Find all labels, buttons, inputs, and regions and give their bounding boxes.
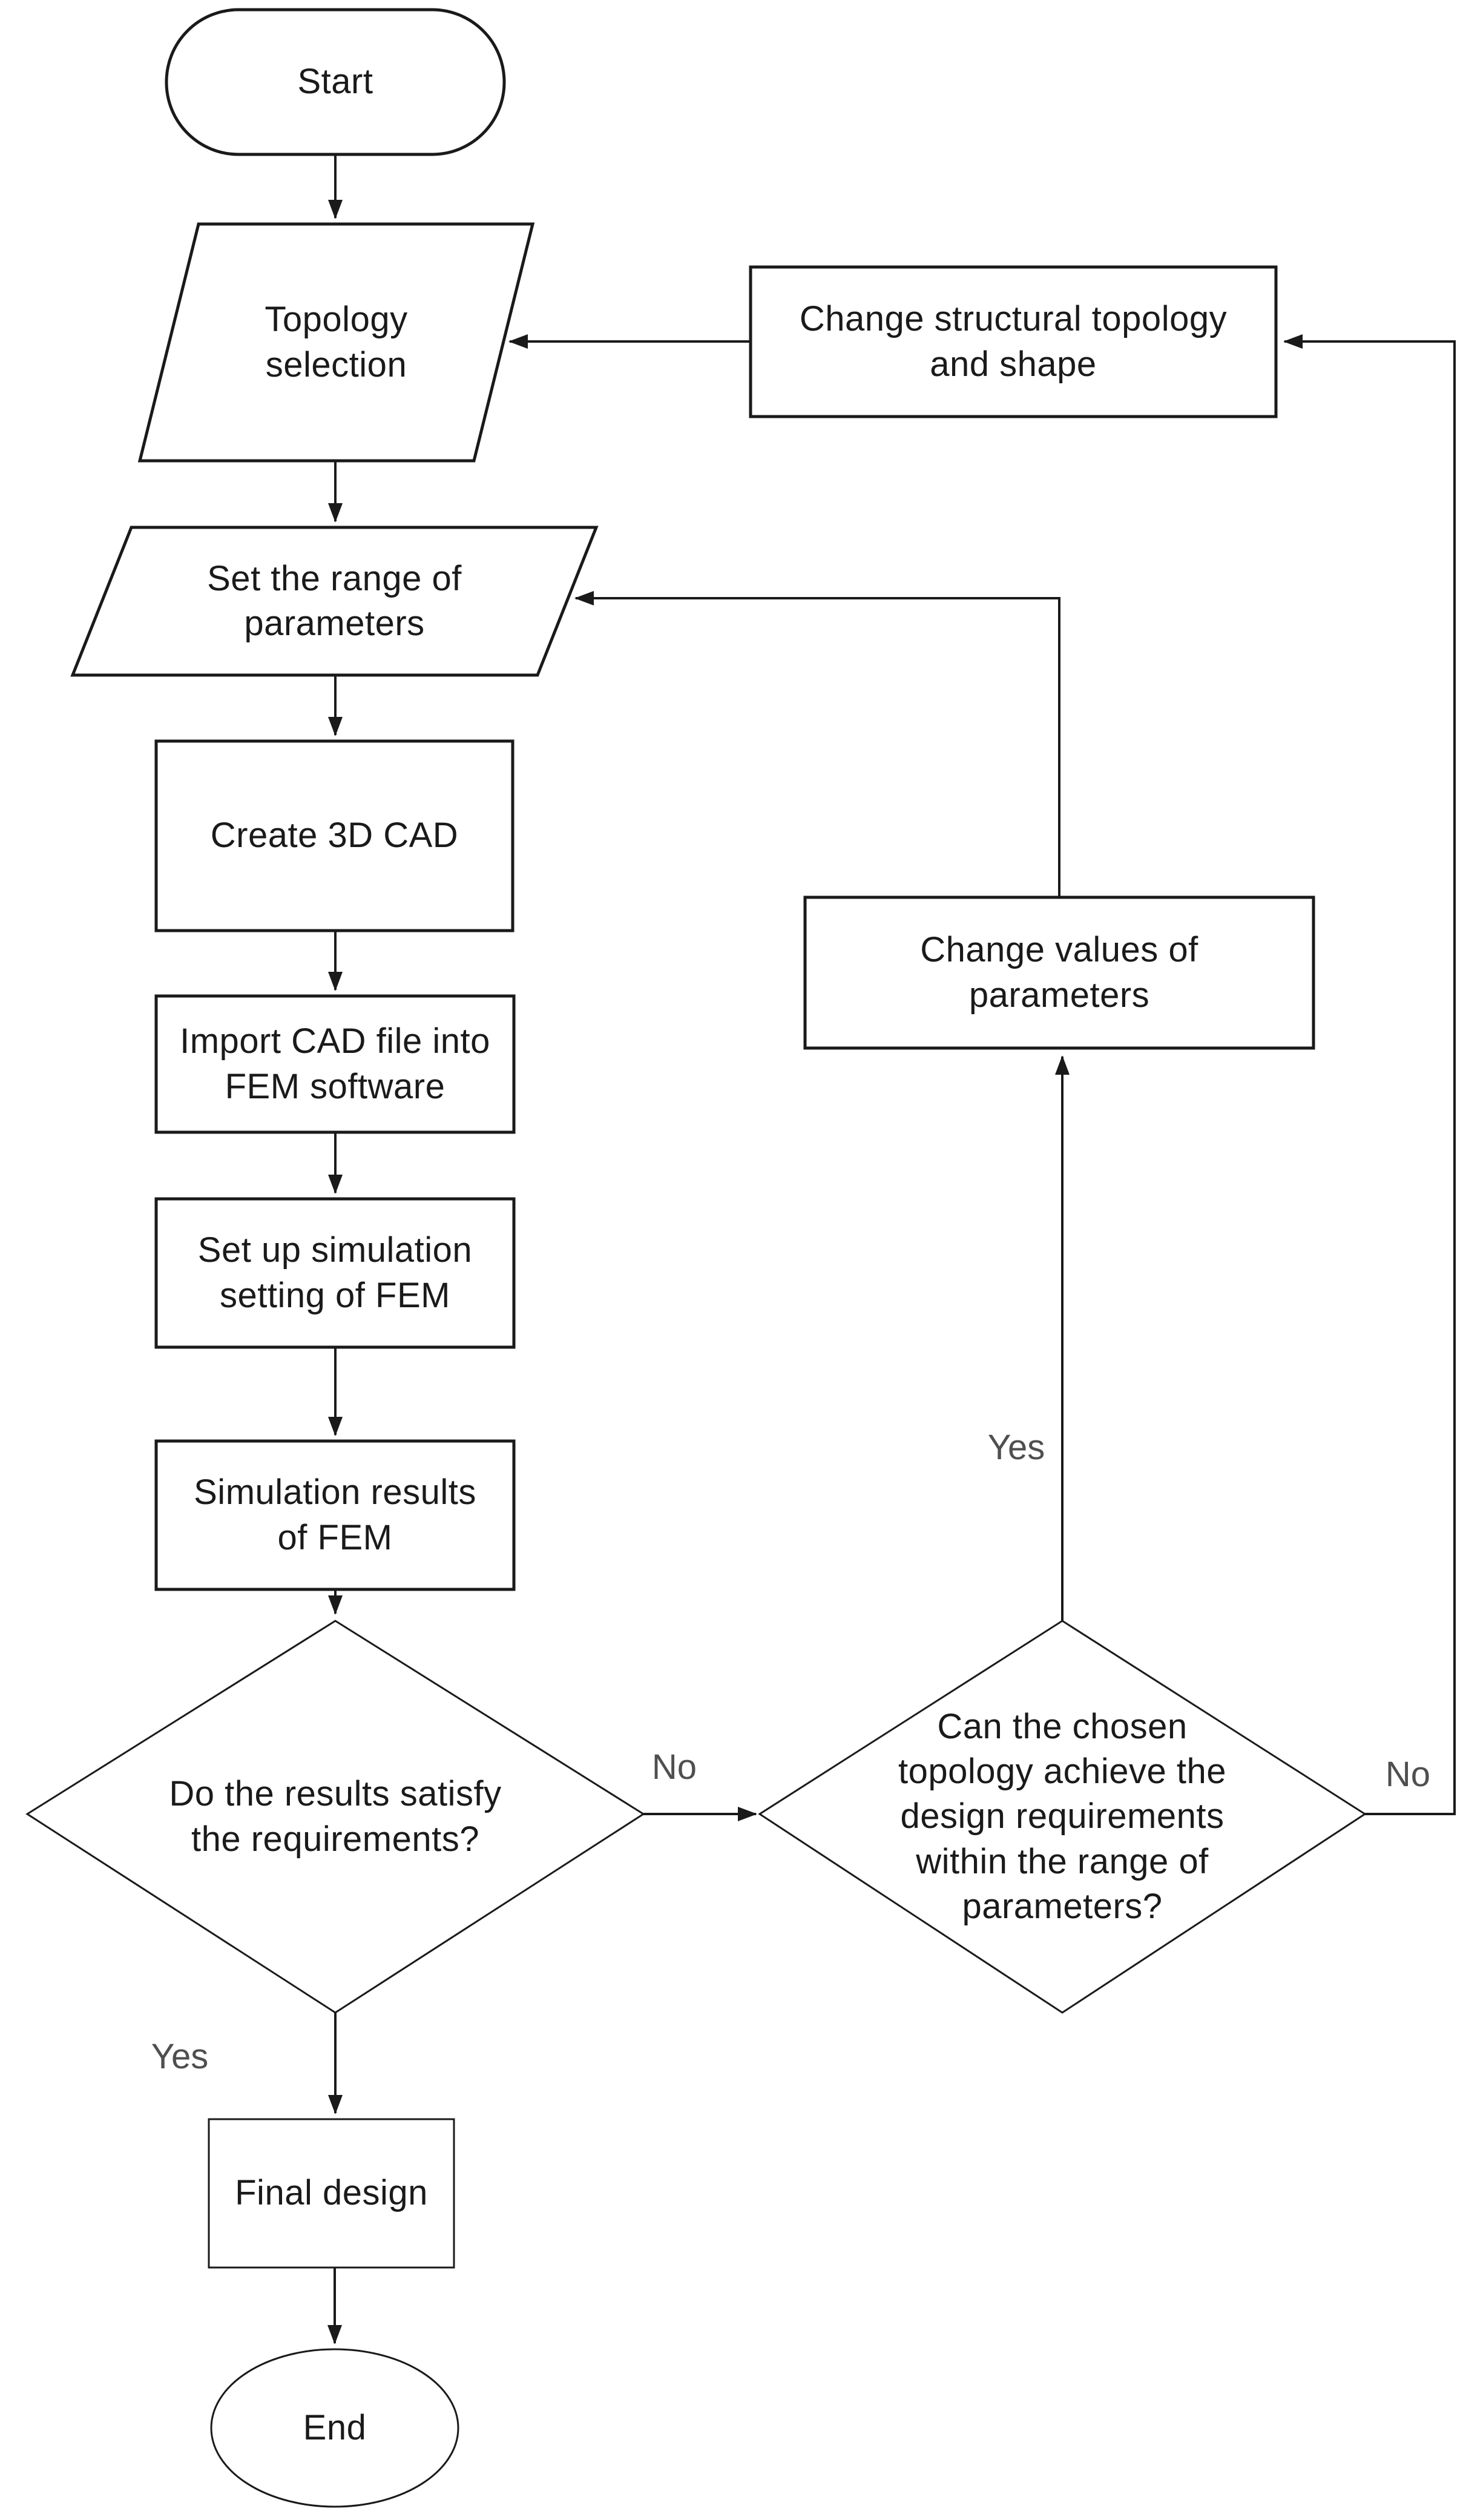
edge-label-no-left: No (651, 1747, 697, 1787)
edge-label-yes-bottom: Yes (151, 2036, 209, 2076)
setup-simulation-node-label: Set up simulation setting of FEM (197, 1230, 473, 1315)
simulation-results-node-shape (154, 1439, 516, 1591)
end-node-shape (210, 2348, 459, 2508)
set-range-node-shape (70, 526, 599, 677)
topology-selection-node-shape (137, 222, 535, 463)
change-structural-topology-node-label: Change structural topology and shape (799, 299, 1228, 384)
decision-results-node-label: Do the results satisfy the requirements? (169, 1774, 502, 1859)
final-design-node-shape (208, 2118, 455, 2269)
start-node-label: Start (297, 62, 373, 102)
final-design-node-label: Final design (235, 2173, 428, 2213)
decision-results-node-shape (25, 1620, 645, 2014)
create-3d-cad-node-label: Create 3D CAD (210, 816, 459, 856)
change-values-node-shape (803, 896, 1315, 1050)
start-node-shape (165, 8, 506, 156)
set-range-node-label: Set the range of parameters (207, 558, 462, 643)
setup-simulation-node-shape (154, 1197, 516, 1349)
topology-selection-node-label: Topology selection (265, 300, 408, 384)
decision-topology-node-shape (758, 1620, 1367, 2014)
import-cad-node-shape (154, 994, 516, 1134)
decision-topology-node-label: Can the chosen topology achieve the desi… (898, 1706, 1227, 1926)
edge-decision2-to-changestruct-no (1283, 334, 1456, 1815)
edge-label-no-far-right: No (1385, 1754, 1431, 1794)
edge-label-yes-right: Yes (987, 1427, 1045, 1467)
edge-changevalues-to-setrange (574, 591, 1060, 897)
simulation-results-node-label: Simulation results of FEM (194, 1473, 476, 1557)
end-node-label: End (303, 2407, 367, 2447)
import-cad-node-label: Import CAD file into FEM software (180, 1021, 490, 1106)
change-structural-topology-node-shape (749, 265, 1278, 418)
change-values-node-label: Change values of parameters (920, 930, 1198, 1015)
create-3d-cad-node-shape (154, 739, 515, 932)
